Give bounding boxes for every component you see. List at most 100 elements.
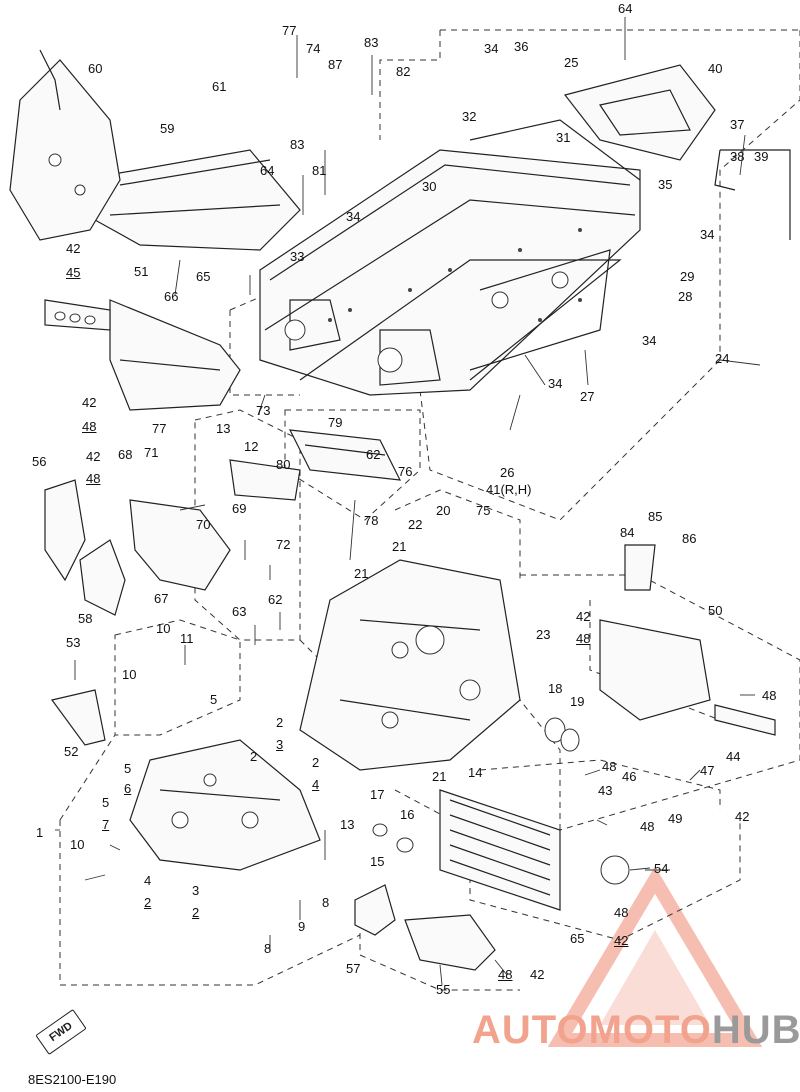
callout-31: 31 xyxy=(556,130,571,145)
callout-36: 36 xyxy=(514,39,529,54)
callout-1: 1 xyxy=(36,825,44,840)
callout-17: 17 xyxy=(370,787,385,802)
callout-74: 74 xyxy=(306,41,321,56)
callout-75: 75 xyxy=(476,503,491,518)
callout-42-e: 42 xyxy=(735,809,750,824)
callout-30: 30 xyxy=(422,179,437,194)
callout-87: 87 xyxy=(328,57,343,72)
callout-52: 52 xyxy=(64,744,79,759)
callout-83-a: 83 xyxy=(364,35,379,50)
callout-62-a: 62 xyxy=(366,447,381,462)
callout-48-a: 48 xyxy=(82,419,97,434)
callout-21-c: 21 xyxy=(432,769,447,784)
callout-10-b: 10 xyxy=(122,667,137,682)
steering-frame-59-60 xyxy=(9,49,301,251)
rear-bracket-25 xyxy=(563,64,716,161)
callout-18: 18 xyxy=(548,681,563,696)
callout-65-b: 65 xyxy=(570,931,585,946)
callout-29: 29 xyxy=(680,269,695,284)
callout-58: 58 xyxy=(78,611,93,626)
callout-83-b: 83 xyxy=(290,137,305,152)
callout-60: 60 xyxy=(88,61,103,76)
callout-13-a: 13 xyxy=(216,421,231,436)
watermark-logo: AUTOMOTOHUB xyxy=(472,1008,800,1053)
callout-40: 40 xyxy=(708,61,723,76)
callout-53: 53 xyxy=(66,635,81,650)
callout-26: 26 xyxy=(500,465,515,480)
callout-21-a: 21 xyxy=(392,539,407,554)
callout-3-b: 3 xyxy=(192,883,200,898)
callout-80: 80 xyxy=(276,457,291,472)
callout-22: 22 xyxy=(408,517,423,532)
callout-42-f: 42 xyxy=(614,933,629,948)
callout-34-a: 34 xyxy=(484,41,499,56)
callout-35: 35 xyxy=(658,177,673,192)
callout-38: 38 xyxy=(730,149,745,164)
callout-33: 33 xyxy=(290,249,305,264)
callout-70: 70 xyxy=(196,517,211,532)
callout-71: 71 xyxy=(144,445,159,460)
callout-32: 32 xyxy=(462,109,477,124)
callout-57: 57 xyxy=(346,961,361,976)
callout-54: 54 xyxy=(654,861,669,876)
watermark-part2: HUB xyxy=(711,1008,800,1052)
diagram-code: 8ES2100-E190 xyxy=(28,1072,117,1087)
callout-84: 84 xyxy=(620,525,635,540)
callout-21-b: 21 xyxy=(354,566,369,581)
callout-41: 41(R,H) xyxy=(486,482,532,497)
callout-63: 63 xyxy=(232,604,247,619)
watermark-part1: AUTOMOTO xyxy=(472,1008,712,1052)
engine-mount-51 xyxy=(44,299,241,411)
callout-48-g: 48 xyxy=(614,905,629,920)
callout-10-c: 10 xyxy=(70,837,85,852)
callout-64-top: 64 xyxy=(618,1,633,16)
callout-62-b: 62 xyxy=(268,592,283,607)
callout-2-b: 2 xyxy=(250,749,258,764)
callout-9: 9 xyxy=(298,919,306,934)
callout-86: 86 xyxy=(682,531,697,546)
callout-59: 59 xyxy=(160,121,175,136)
callout-3-a: 3 xyxy=(276,737,284,752)
callout-77-b: 77 xyxy=(152,421,167,436)
callout-14: 14 xyxy=(468,765,483,780)
callout-46: 46 xyxy=(622,769,637,784)
callout-39: 39 xyxy=(754,149,769,164)
callout-67: 67 xyxy=(154,591,169,606)
callout-12: 12 xyxy=(244,439,259,454)
callout-73: 73 xyxy=(256,403,271,418)
cooler-14 xyxy=(439,789,561,911)
watermark-triangle xyxy=(547,866,763,1047)
callout-47: 47 xyxy=(700,763,715,778)
callout-34-d: 34 xyxy=(642,333,657,348)
callout-42-d: 42 xyxy=(576,609,591,624)
front-frame-center xyxy=(299,559,521,771)
callout-5-c: 5 xyxy=(102,795,110,810)
callout-37: 37 xyxy=(730,117,745,132)
callout-68: 68 xyxy=(118,447,133,462)
callout-48-d: 48 xyxy=(762,688,777,703)
callout-2-e: 2 xyxy=(192,905,200,920)
callout-20: 20 xyxy=(436,503,451,518)
small-parts xyxy=(44,149,791,971)
callout-2-a: 2 xyxy=(276,715,284,730)
callout-78: 78 xyxy=(364,513,379,528)
callout-76: 76 xyxy=(398,464,413,479)
callout-65-a: 65 xyxy=(196,269,211,284)
main-frame xyxy=(259,119,641,396)
callout-10-a: 10 xyxy=(156,621,171,636)
callout-45: 45 xyxy=(66,265,81,280)
callout-66: 66 xyxy=(164,289,179,304)
callout-6: 6 xyxy=(124,781,132,796)
callout-69: 69 xyxy=(232,501,247,516)
callout-55: 55 xyxy=(436,982,451,997)
callout-34-c: 34 xyxy=(700,227,715,242)
guard-50 xyxy=(599,619,711,721)
callout-11: 11 xyxy=(180,631,194,646)
callout-19: 19 xyxy=(570,694,585,709)
callout-42-b: 42 xyxy=(82,395,97,410)
callout-61: 61 xyxy=(212,79,227,94)
callout-48-h: 48 xyxy=(498,967,513,982)
callout-28: 28 xyxy=(678,289,693,304)
callout-82: 82 xyxy=(396,64,411,79)
